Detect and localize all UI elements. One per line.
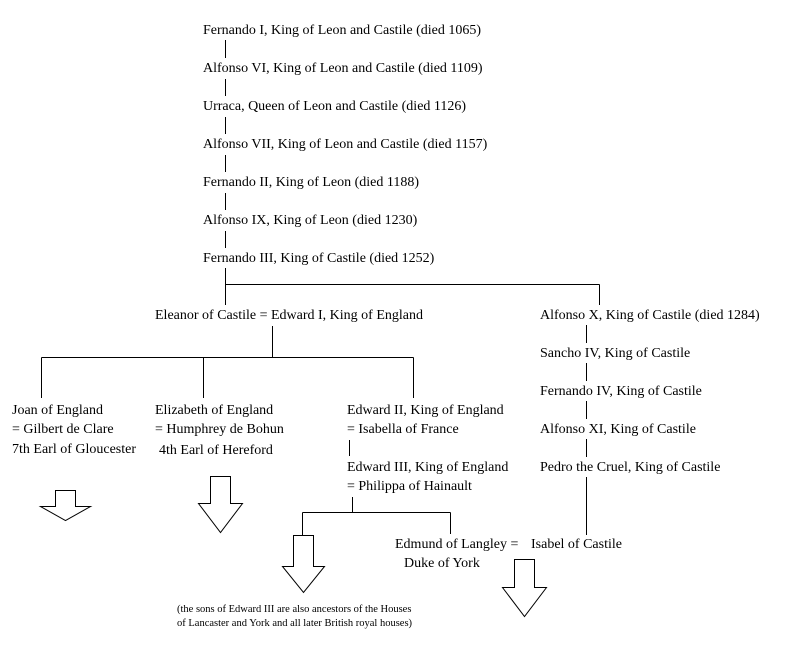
note-line-1: (the sons of Edward III are also ancesto… <box>177 604 412 615</box>
person-alfonso-vi: Alfonso VI, King of Leon and Castile (di… <box>203 61 483 76</box>
person-edmund-line-1: Edmund of Langley = <box>395 537 519 552</box>
person-alfonso-vii: Alfonso VII, King of Leon and Castile (d… <box>203 137 488 152</box>
person-isabel-of-castile: Isabel of Castile <box>531 537 622 552</box>
person-urraca: Urraca, Queen of Leon and Castile (died … <box>203 99 467 114</box>
person-fernando-iii: Fernando III, King of Castile (died 1252… <box>203 251 435 266</box>
person-elizabeth-line-2: = Humphrey de Bohun <box>155 422 284 437</box>
arrow-edmund-isabel-descendants <box>501 559 548 618</box>
arrow-joan-descendants <box>38 490 93 522</box>
couple-eleanor-edward-i: Eleanor of Castile = Edward I, King of E… <box>155 308 423 323</box>
person-joan-line-3: 7th Earl of Gloucester <box>12 442 137 457</box>
person-edward-iii-line-1: Edward III, King of England <box>347 460 509 475</box>
person-alfonso-x: Alfonso X, King of Castile (died 1284) <box>540 308 760 323</box>
person-alfonso-ix: Alfonso IX, King of Leon (died 1230) <box>203 213 418 228</box>
person-sancho-iv: Sancho IV, King of Castile <box>540 346 691 361</box>
person-alfonso-xi: Alfonso XI, King of Castile <box>540 422 696 437</box>
arrow-elizabeth-descendants <box>197 476 244 534</box>
arrow-edward-iii-sons <box>281 535 326 594</box>
person-fernando-ii: Fernando II, King of Leon (died 1188) <box>203 175 420 190</box>
person-edward-ii-line-2: = Isabella of France <box>347 422 459 437</box>
person-joan-line-2: = Gilbert de Clare <box>12 422 114 437</box>
person-elizabeth-line-1: Elizabeth of England <box>155 403 274 418</box>
person-edmund-line-2: Duke of York <box>404 556 480 571</box>
person-joan-line-1: Joan of England <box>12 403 103 418</box>
person-elizabeth-line-3: 4th Earl of Hereford <box>159 443 273 458</box>
person-edward-iii-line-2: = Philippa of Hainault <box>347 479 472 494</box>
person-edward-ii-line-1: Edward II, King of England <box>347 403 504 418</box>
person-fernando-i: Fernando I, King of Leon and Castile (di… <box>203 23 481 38</box>
person-pedro-the-cruel: Pedro the Cruel, King of Castile <box>540 460 721 475</box>
person-fernando-iv: Fernando IV, King of Castile <box>540 384 702 399</box>
note-line-2: of Lancaster and York and all later Brit… <box>177 618 413 629</box>
